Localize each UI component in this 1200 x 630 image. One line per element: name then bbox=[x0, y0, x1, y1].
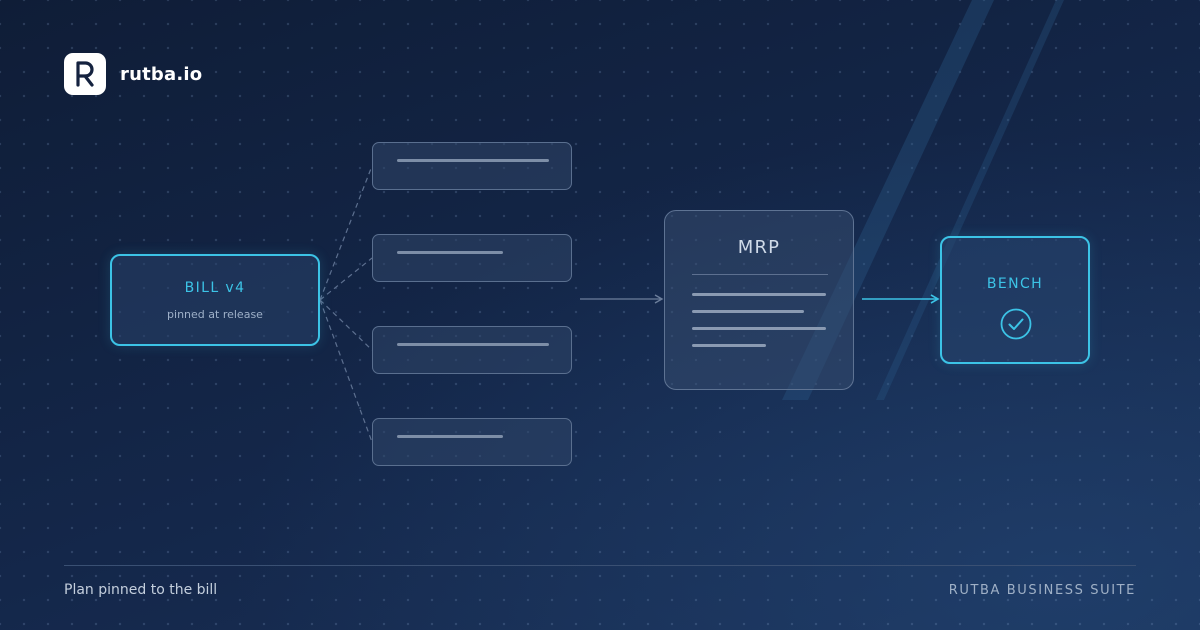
bill-title: BILL v4 bbox=[184, 280, 246, 296]
bench-node: BENCH bbox=[940, 236, 1090, 364]
connector-line bbox=[319, 299, 373, 351]
item-placeholder-line bbox=[397, 251, 503, 254]
item-card bbox=[372, 234, 572, 282]
bench-title: BENCH bbox=[986, 276, 1044, 292]
footer-divider bbox=[64, 565, 1136, 566]
fanout-connectors bbox=[319, 165, 373, 443]
connector-line bbox=[319, 257, 373, 301]
item-placeholder-line bbox=[397, 435, 503, 438]
mrp-placeholder-line bbox=[692, 327, 826, 330]
rutba-logo-glyph bbox=[76, 61, 94, 87]
bill-subtitle: pinned at release bbox=[167, 308, 263, 321]
bill-node: BILL v4 pinned at release bbox=[110, 254, 320, 346]
item-card bbox=[372, 142, 572, 190]
rutba-logo-icon bbox=[64, 53, 106, 95]
brand-name: rutba.io bbox=[120, 63, 203, 85]
mrp-divider bbox=[692, 274, 828, 275]
mrp-placeholder-line bbox=[692, 344, 766, 347]
item-card bbox=[372, 418, 572, 466]
connector-line bbox=[319, 165, 373, 301]
footer-tagline: Plan pinned to the bill bbox=[64, 582, 218, 598]
brand: rutba.io bbox=[64, 53, 202, 95]
footer-suite-name: RUTBA BUSINESS SUITE bbox=[948, 583, 1136, 598]
mrp-title: MRP bbox=[737, 237, 781, 258]
item-placeholder-line bbox=[397, 159, 549, 162]
item-placeholder-line bbox=[397, 343, 549, 346]
connector-line bbox=[319, 299, 373, 443]
mrp-placeholder-line bbox=[692, 293, 826, 296]
check-circle-icon bbox=[1000, 308, 1032, 340]
mrp-node: MRP bbox=[664, 210, 854, 390]
mrp-placeholder-line bbox=[692, 310, 804, 313]
item-card bbox=[372, 326, 572, 374]
